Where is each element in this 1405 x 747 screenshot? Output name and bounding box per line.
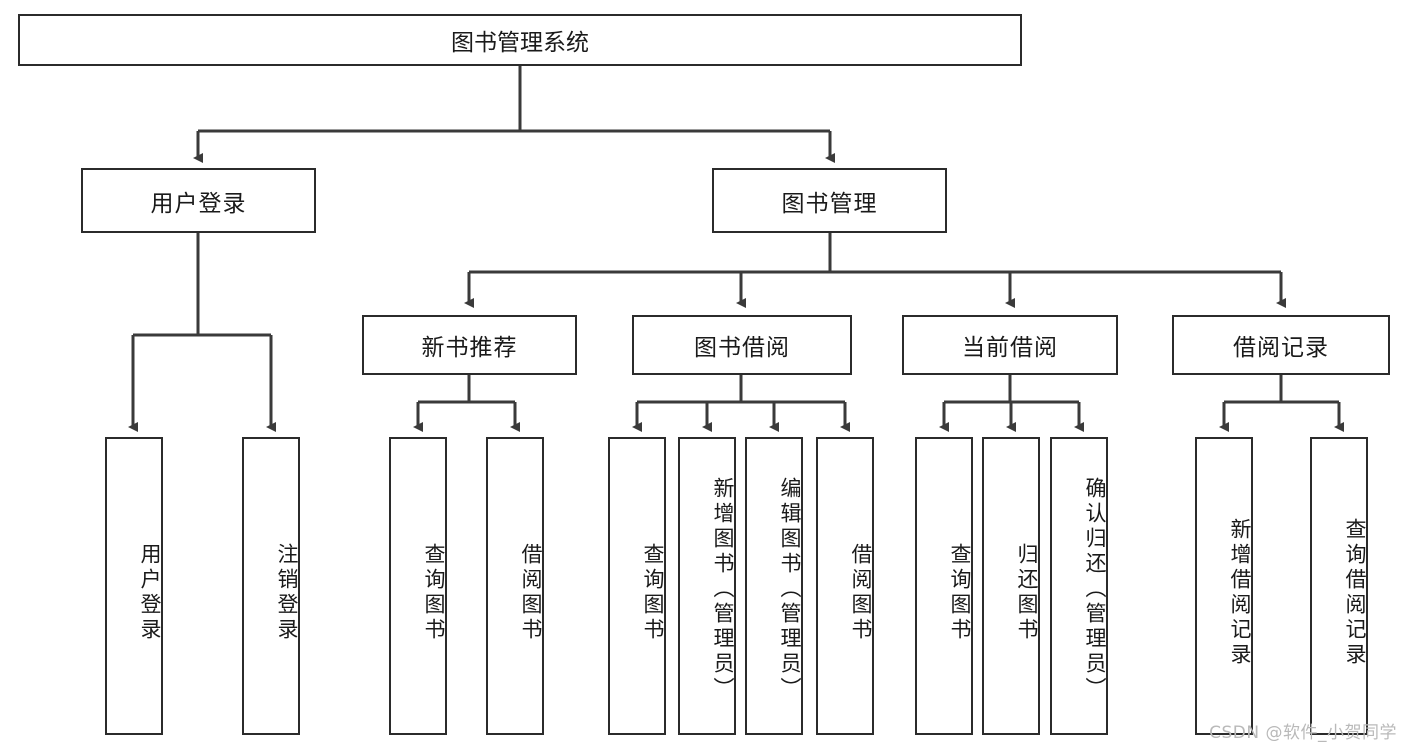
node-borrow-record-label: 借阅记录: [1233, 335, 1329, 361]
leaf-add-record[interactable]: 新增借阅记录: [1195, 437, 1253, 735]
node-current-borrow[interactable]: 当前借阅: [902, 315, 1118, 375]
leaf-query-book-1-label: 查询图书: [422, 543, 446, 643]
node-book-manage-label: 图书管理: [781, 190, 878, 217]
node-root-label: 图书管理系统: [451, 30, 589, 56]
leaf-add-book-label: 新增图书（管理员）: [711, 476, 735, 702]
leaf-borrow-book-2-label: 借阅图书: [849, 543, 873, 643]
leaf-user-login[interactable]: 用户登录: [105, 437, 163, 735]
node-root[interactable]: 图书管理系统: [18, 14, 1022, 66]
leaf-query-record[interactable]: 查询借阅记录: [1310, 437, 1368, 735]
leaf-borrow-book-2[interactable]: 借阅图书: [816, 437, 874, 735]
node-user-login-label: 用户登录: [150, 190, 247, 217]
leaf-query-book-1[interactable]: 查询图书: [389, 437, 447, 735]
leaf-add-book[interactable]: 新增图书（管理员）: [678, 437, 736, 735]
leaf-edit-book-label: 编辑图书（管理员）: [778, 476, 802, 702]
node-book-borrow-label: 图书借阅: [694, 335, 790, 361]
node-new-book-recommend-label: 新书推荐: [421, 335, 518, 361]
leaf-query-book-3[interactable]: 查询图书: [915, 437, 973, 735]
leaf-edit-book[interactable]: 编辑图书（管理员）: [745, 437, 803, 735]
leaf-add-record-label: 新增借阅记录: [1228, 518, 1252, 668]
node-current-borrow-label: 当前借阅: [962, 335, 1058, 361]
watermark: CSDN @软件_小贺同学: [1209, 723, 1397, 743]
leaf-logout[interactable]: 注销登录: [242, 437, 300, 735]
node-new-book-recommend[interactable]: 新书推荐: [362, 315, 577, 375]
leaf-logout-label: 注销登录: [275, 543, 299, 643]
node-user-login[interactable]: 用户登录: [81, 168, 316, 233]
leaf-user-login-label: 用户登录: [138, 543, 162, 643]
node-book-manage[interactable]: 图书管理: [712, 168, 947, 233]
leaf-confirm-return[interactable]: 确认归还（管理员）: [1050, 437, 1108, 735]
leaf-borrow-book-1[interactable]: 借阅图书: [486, 437, 544, 735]
leaf-query-record-label: 查询借阅记录: [1343, 518, 1367, 668]
node-book-borrow[interactable]: 图书借阅: [632, 315, 852, 375]
node-borrow-record[interactable]: 借阅记录: [1172, 315, 1390, 375]
leaf-query-book-3-label: 查询图书: [948, 543, 972, 643]
leaf-confirm-return-label: 确认归还（管理员）: [1083, 476, 1107, 702]
leaf-query-book-2-label: 查询图书: [641, 543, 665, 643]
leaf-borrow-book-1-label: 借阅图书: [519, 543, 543, 643]
leaf-return-book[interactable]: 归还图书: [982, 437, 1040, 735]
leaf-query-book-2[interactable]: 查询图书: [608, 437, 666, 735]
leaf-return-book-label: 归还图书: [1015, 543, 1039, 643]
